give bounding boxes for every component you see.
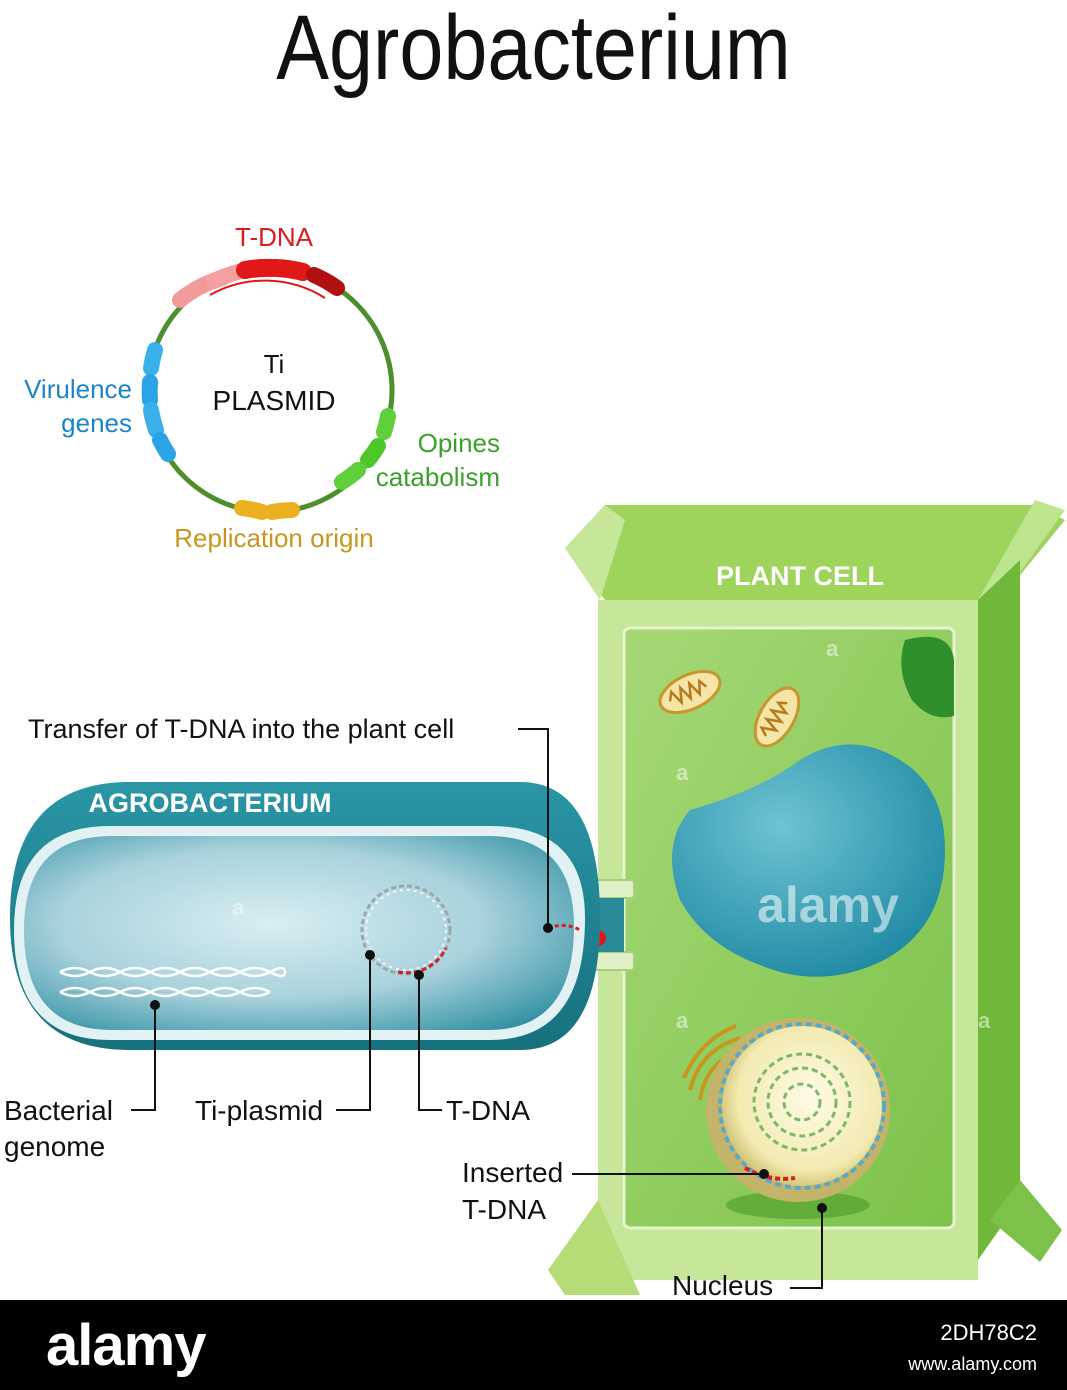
replication-label: Replication origin xyxy=(174,523,373,553)
mitochondrion xyxy=(658,669,722,715)
nucleus xyxy=(722,1026,882,1186)
vacuole xyxy=(672,744,945,977)
bacterium-title: AGROBACTERIUM xyxy=(89,788,332,818)
bacterium-cytoplasm xyxy=(24,836,574,1030)
tdna-in-plasmid xyxy=(397,947,448,975)
watermark-small: a xyxy=(978,1008,991,1033)
mitochondrion xyxy=(753,686,801,748)
plasmid-tdna-label: T-DNA xyxy=(235,222,314,252)
callout-dots xyxy=(150,923,827,1213)
watermark-small: a xyxy=(676,1008,689,1033)
bacterial-genome-dna xyxy=(59,966,287,998)
callout-nucleus: Nucleus xyxy=(672,1270,773,1300)
footer-url[interactable]: www.alamy.com xyxy=(908,1354,1037,1374)
virulence-label-line1: Virulence xyxy=(24,374,132,404)
callout-lines xyxy=(131,728,823,1289)
watermark-small: a xyxy=(232,895,245,920)
footer-logo[interactable]: alamy xyxy=(46,1313,206,1378)
plasmid-label-line1: Ti xyxy=(264,349,285,379)
footer-image-id: 2DH78C2 xyxy=(940,1320,1037,1345)
callout-bacterial-genome-line1: Bacterial xyxy=(4,1095,113,1126)
replication-origin xyxy=(234,500,270,520)
opines-label-line1: Opines xyxy=(418,428,500,458)
plant-cell: PLANT CELL xyxy=(548,500,1065,1295)
plant-cell-title: PLANT CELL xyxy=(716,561,884,591)
watermark-small: a xyxy=(826,636,839,661)
watermark-small: a xyxy=(676,760,689,785)
opines-gene xyxy=(376,408,396,440)
inserted-tdna xyxy=(744,1166,796,1181)
callout-ti-plasmid: Ti-plasmid xyxy=(195,1095,323,1126)
callout-bacterial-genome-line2: genome xyxy=(4,1131,105,1162)
tdna-border-right xyxy=(306,267,345,296)
callout-transfer: Transfer of T-DNA into the plant cell xyxy=(28,714,454,744)
virulence-label-line2: genes xyxy=(61,408,132,438)
opines-label-line2: catabolism xyxy=(376,462,500,492)
footer-bar: alamy 2DH78C2 www.alamy.com xyxy=(0,1300,1067,1390)
virulence-gene xyxy=(143,342,163,376)
cell-wall-side xyxy=(978,560,1020,1260)
page-title: Agrobacterium xyxy=(276,0,791,99)
plasmid-label-line2: PLASMID xyxy=(213,385,336,416)
agrobacterium-diagram: Ti PLASMID T-DNA Virulence genes Opines … xyxy=(4,222,1065,1300)
ti-plasmid-in-bacterium xyxy=(360,884,452,976)
callout-inserted-line2: T-DNA xyxy=(462,1194,546,1225)
callout-tdna: T-DNA xyxy=(446,1095,530,1126)
chromatin xyxy=(718,1022,886,1190)
watermark-center: alamy xyxy=(757,877,899,933)
callout-inserted-line1: Inserted xyxy=(462,1157,563,1188)
ti-plasmid-map: Ti PLASMID T-DNA Virulence genes Opines … xyxy=(24,222,500,553)
agrobacterium: AGROBACTERIUM xyxy=(10,782,600,1050)
cell-wall-top xyxy=(565,505,1065,600)
chloroplast xyxy=(901,636,954,718)
